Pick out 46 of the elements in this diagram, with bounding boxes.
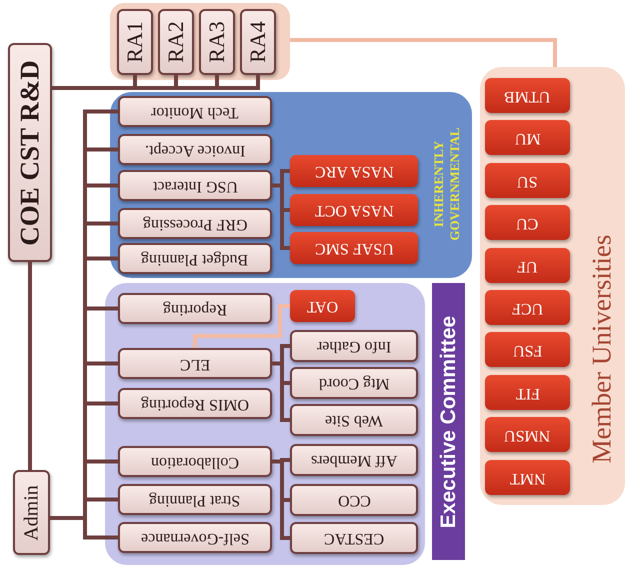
unit-box: Reporting — [118, 293, 272, 324]
unit-box: GRF Processing — [118, 208, 272, 239]
member-box: NASA ARC — [290, 155, 418, 187]
member-box: UTMB — [485, 78, 570, 113]
connector-line — [28, 262, 32, 470]
member-box: FSU — [485, 332, 570, 367]
unit-box: CCO — [290, 484, 418, 516]
group-panel — [480, 67, 625, 505]
member-box: NASA OCT — [290, 194, 418, 226]
connector-line — [193, 304, 290, 348]
unit-box: RA3 — [199, 9, 235, 75]
member-box: NMT — [485, 460, 570, 495]
member-box: CU — [485, 205, 570, 240]
unit-box: Self-Governance — [118, 522, 272, 553]
group-panel — [110, 3, 290, 80]
unit-box: RA2 — [158, 9, 194, 75]
unit-box: ELC — [118, 348, 272, 379]
member-box: UCF — [485, 290, 570, 325]
unit-box: USG Interact — [118, 170, 272, 201]
unit-box: CESTAC — [290, 522, 418, 554]
member-box: NMSU — [485, 417, 570, 452]
unit-box: Mtg Coord — [290, 367, 418, 399]
unit-box: RA1 — [117, 9, 153, 75]
member-box: SU — [485, 163, 570, 198]
group-heading: Member Universities — [586, 234, 618, 464]
unit-box: COE CST R&D — [8, 43, 52, 262]
connector-line — [290, 38, 557, 67]
member-box: FIT — [485, 375, 570, 410]
unit-box: Web Site — [290, 404, 418, 436]
group-heading: Executive Committee — [432, 283, 465, 560]
unit-box: Strat Planning — [118, 484, 272, 515]
unit-box: Info Gather — [290, 330, 418, 362]
unit-box: Invoice Accept. — [118, 134, 272, 165]
member-box: UF — [485, 248, 570, 283]
unit-box: Collaboration — [118, 446, 272, 477]
unit-box: OMIS Reporting — [118, 388, 272, 419]
group-heading: INHERENTLY GOVERNMENTAL — [431, 126, 463, 243]
member-box: USAF SMC — [290, 232, 418, 264]
unit-box: Aff Members — [290, 444, 418, 476]
unit-box: Budget Planning — [118, 243, 272, 274]
member-box: OAT — [290, 290, 355, 322]
unit-box: Admin — [13, 470, 50, 555]
unit-box: Tech Monitor — [118, 96, 272, 127]
unit-box: RA4 — [240, 9, 276, 75]
member-box: MU — [485, 120, 570, 155]
group-panel — [110, 92, 472, 278]
